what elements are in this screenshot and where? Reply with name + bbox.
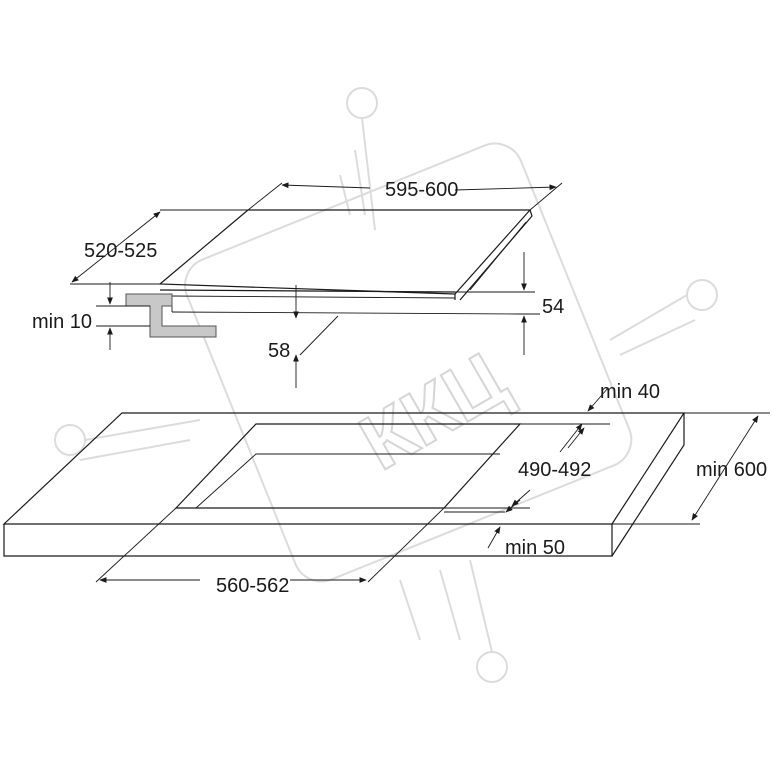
dim-rear-clearance: min 40 xyxy=(520,381,660,449)
worktop-front xyxy=(3,524,613,557)
watermark-circle-left xyxy=(54,424,86,456)
watermark-circle-right xyxy=(686,279,718,311)
watermark-circle-bottom xyxy=(476,651,508,683)
dim-clearance-below: 58 xyxy=(268,285,339,388)
worktop-side xyxy=(611,413,685,557)
label-bracket-gap: min 10 xyxy=(32,311,92,333)
hob xyxy=(158,209,533,315)
label-hob-width: 595-600 xyxy=(385,179,458,201)
label-rear-clearance: min 40 xyxy=(600,381,660,403)
dim-cutout-depth: 490-492 xyxy=(444,423,591,509)
dim-hob-width: 595-600 xyxy=(247,179,563,211)
label-cutout-width: 560-562 xyxy=(216,575,289,597)
label-cutout-depth: 490-492 xyxy=(518,459,591,481)
label-clearance-below: 58 xyxy=(268,340,290,362)
hob-top-surface xyxy=(158,209,532,295)
dim-front-clearance: min 50 xyxy=(444,499,565,559)
watermark-frame xyxy=(184,142,633,583)
label-hob-height: 54 xyxy=(542,296,564,318)
dim-cutout-width: 560-562 xyxy=(95,507,445,597)
label-hob-depth: 520-525 xyxy=(84,240,157,262)
watermark-text: ККЦ xyxy=(345,334,521,486)
dim-bracket-gap: min 10 xyxy=(32,282,150,350)
mounting-bracket xyxy=(125,293,217,338)
dim-hob-height: 54 xyxy=(455,252,564,355)
dim-hob-depth: 520-525 xyxy=(70,209,248,285)
label-worktop-depth: min 600 xyxy=(696,459,767,481)
watermark-circle-top xyxy=(346,87,378,119)
worktop xyxy=(2,412,686,557)
label-front-clearance: min 50 xyxy=(505,537,565,559)
dim-worktop-depth: min 600 xyxy=(612,412,770,525)
